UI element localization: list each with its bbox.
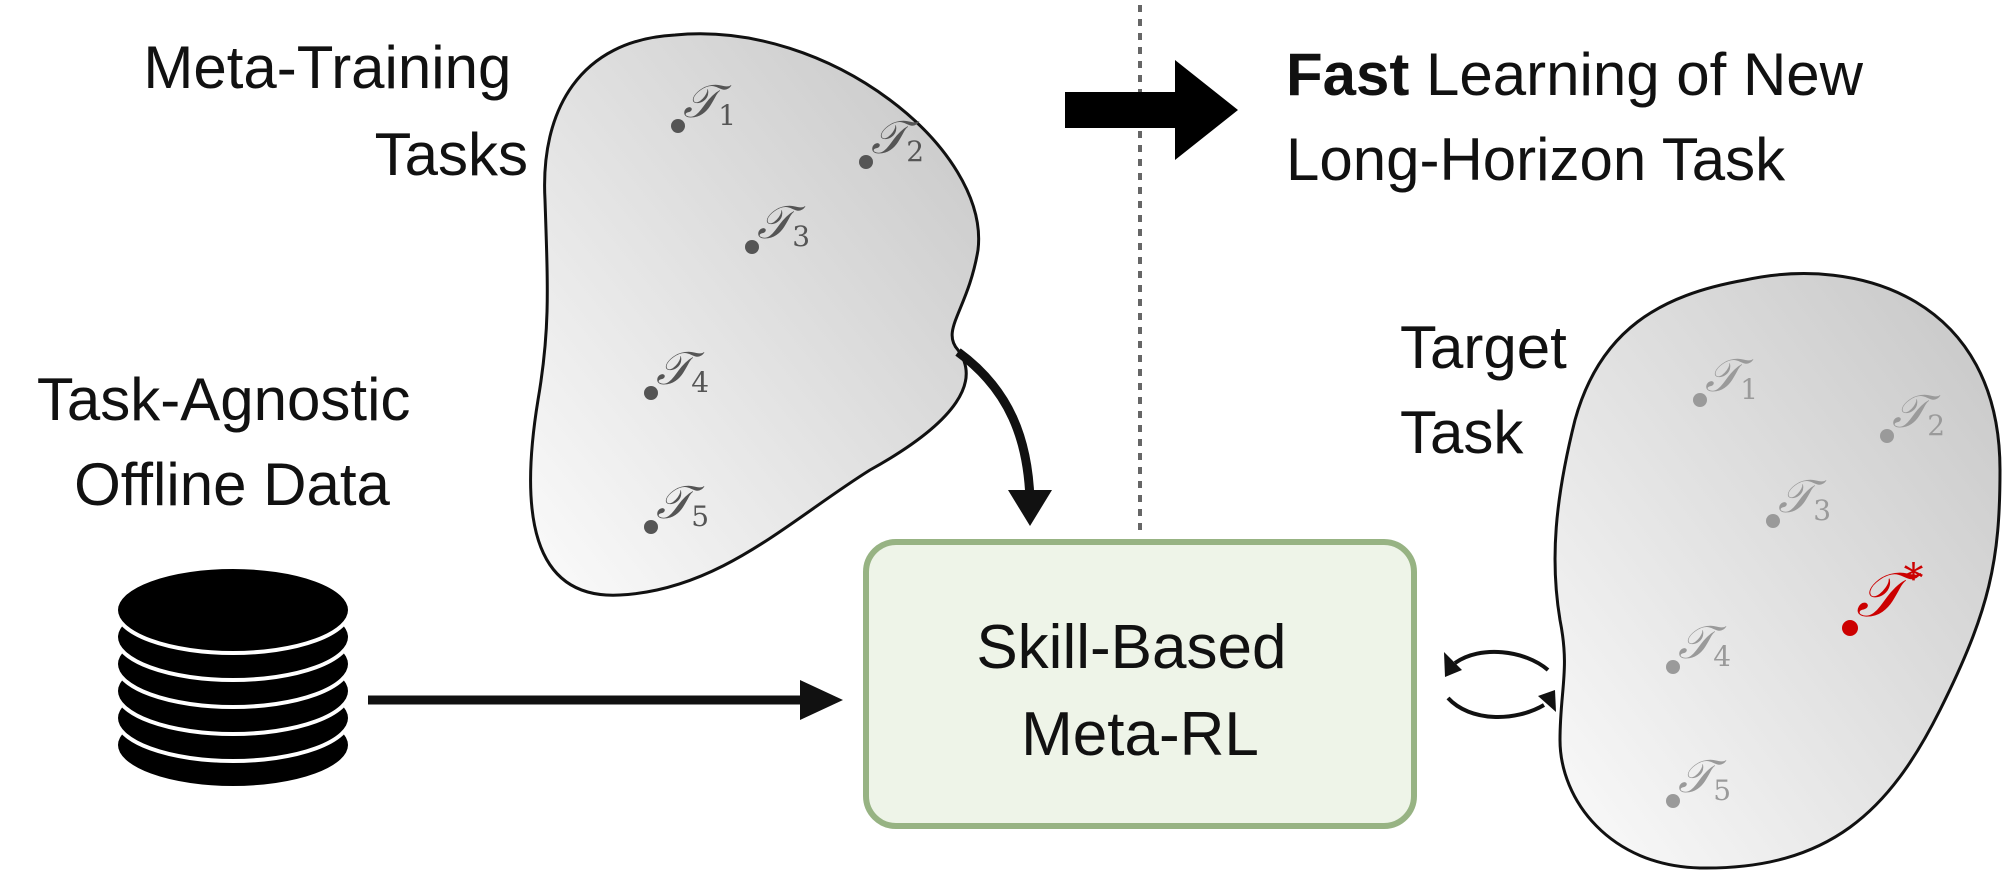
task-point <box>1693 393 1707 407</box>
task-subscript: 3 <box>1813 494 1831 527</box>
target-task-2: 𝒯2 <box>1880 384 1945 443</box>
task-point <box>1766 514 1780 528</box>
svg-text:Skill-Based Meta-RL: Skill-Based Meta-RL <box>976 613 1303 769</box>
meta-training-label-line1: Meta-Training <box>143 34 511 101</box>
task-agnostic-label-line1: Task-Agnostic <box>37 366 410 433</box>
meta-task-2: 𝒯2 <box>859 110 924 169</box>
task-point <box>745 240 759 254</box>
meta-task-3: 𝒯3 <box>745 195 810 254</box>
target-task-5: 𝒯5 <box>1666 749 1731 808</box>
task-point <box>1666 660 1680 674</box>
target-task-3: 𝒯3 <box>1766 469 1831 528</box>
task-point <box>1880 429 1894 443</box>
svg-text:Target Task: Target Task <box>1400 314 1583 466</box>
target-task-4: 𝒯4 <box>1666 615 1731 674</box>
meta-training-task-distribution <box>529 32 981 597</box>
task-point <box>644 386 658 400</box>
svg-text:Fast Learning of New Long-: Fast Learning of New Long-Horizon Task <box>1286 41 1880 193</box>
skill-based-meta-rl-box <box>863 539 1417 829</box>
task-subscript: 5 <box>691 500 709 533</box>
module-label-line2: Meta-RL <box>1021 700 1259 769</box>
task-subscript: 4 <box>691 366 709 399</box>
target-task-1: 𝒯1 <box>1693 348 1758 407</box>
task-subscript: 5 <box>1713 774 1731 807</box>
task-point <box>644 520 658 534</box>
arrow-head <box>1008 490 1052 526</box>
target-label-line1: Target <box>1400 314 1567 381</box>
svg-text:𝒯3: 𝒯3 <box>1778 469 1831 527</box>
task-subscript: 2 <box>906 135 924 168</box>
svg-text:𝒯2: 𝒯2 <box>871 110 924 168</box>
task-subscript: 1 <box>1740 373 1758 406</box>
task-subscript: 1 <box>718 99 736 132</box>
meta-task-5: 𝒯5 <box>644 475 709 534</box>
svg-text:𝒯4: 𝒯4 <box>1678 615 1731 673</box>
svg-text:𝒯2: 𝒯2 <box>1892 384 1945 442</box>
fast-learning-line2: Long-Horizon Task <box>1286 126 1786 193</box>
meta-training-label-line2: Tasks <box>375 121 528 188</box>
target-task-distribution <box>1553 272 2002 870</box>
module-label-line1: Skill-Based <box>976 613 1286 682</box>
arrow-head <box>1538 690 1556 712</box>
task-point <box>1666 794 1680 808</box>
svg-text:𝒯3: 𝒯3 <box>757 195 810 253</box>
task-superscript: * <box>1904 556 1924 602</box>
fast-learning-bold: Fast <box>1286 41 1409 108</box>
task-point <box>671 119 685 133</box>
fast-learning-rest: Learning of New <box>1409 41 1863 108</box>
task-point <box>1842 620 1858 636</box>
arrow-head <box>1444 652 1462 677</box>
svg-text:Task-Agnostic Offline Data: Task-Agnostic Offline Data <box>37 366 427 518</box>
cycle-arrows-icon <box>1446 649 1550 719</box>
task-subscript: 3 <box>792 220 810 253</box>
target-label-line2: Task <box>1400 399 1524 466</box>
svg-text:Meta-Training Tasks: Meta-Training Tasks <box>143 34 528 188</box>
task-subscript: 2 <box>1927 409 1945 442</box>
thick-arrow-right-icon <box>1065 60 1238 160</box>
database-icon <box>114 565 352 790</box>
task-agnostic-label-line2: Offline Data <box>74 451 390 518</box>
blob-to-module-arrow <box>955 348 1035 501</box>
task-subscript: 4 <box>1713 640 1731 673</box>
task-point <box>859 155 873 169</box>
arrow-head <box>800 680 843 720</box>
svg-text:𝒯5: 𝒯5 <box>1678 749 1731 807</box>
